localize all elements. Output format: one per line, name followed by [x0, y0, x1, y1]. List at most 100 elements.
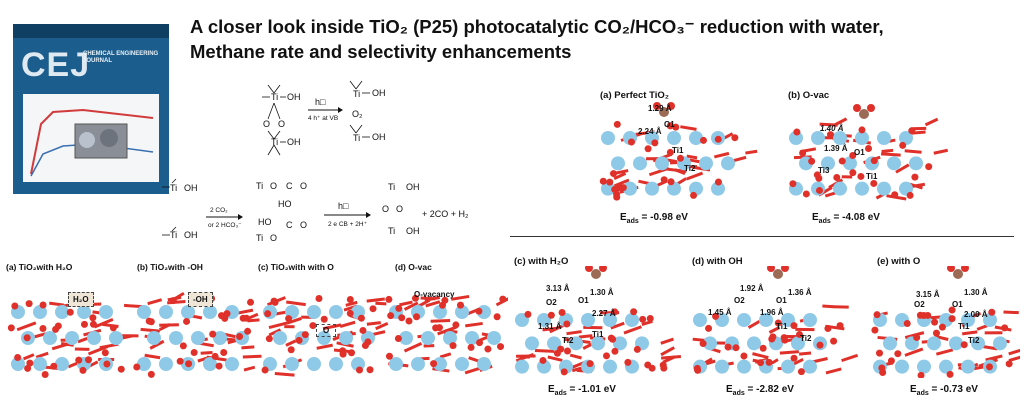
o-atom [858, 126, 866, 134]
o-atom [411, 294, 419, 302]
ti-atom [77, 305, 91, 319]
ti-atom [877, 181, 891, 196]
o-atom [497, 343, 505, 351]
ti-atom [433, 357, 447, 371]
ti-atom [411, 357, 425, 371]
dist-label: 1.30 Å [590, 288, 614, 297]
svg-text:O: O [396, 204, 403, 214]
o2-label: O₂ [352, 109, 363, 119]
ti-atom [803, 313, 817, 327]
ti-atom [983, 313, 997, 327]
svg-text:OH: OH [406, 226, 420, 236]
o-atom [646, 314, 654, 322]
o-atom [599, 266, 607, 272]
o-atom [789, 180, 797, 188]
svg-text:OH: OH [372, 88, 386, 98]
ti-atom [11, 357, 25, 371]
o-atom [476, 339, 484, 347]
ti-atom [455, 357, 469, 371]
o-atom [449, 342, 457, 350]
o-atom [948, 315, 956, 323]
ti-atom [899, 131, 913, 145]
o-atom [610, 170, 618, 178]
ti-atom [55, 357, 69, 371]
o-atom [849, 151, 857, 159]
o-atom [759, 344, 767, 352]
o-atom [667, 178, 675, 186]
o-atom [265, 335, 273, 343]
o-atom [499, 295, 507, 303]
o-atom [648, 364, 656, 372]
o-atom [211, 352, 219, 360]
dist-label: 1.92 Å [740, 284, 764, 293]
svg-text:HO: HO [258, 217, 272, 227]
o-atom [441, 296, 449, 304]
journal-cover: CEJ CHEMICAL ENGINEERING JOURNAL [13, 24, 169, 194]
o-atom [264, 310, 272, 318]
ti-atom [159, 357, 173, 371]
atom-label: O1 [854, 148, 865, 157]
o-atom [547, 311, 555, 319]
o-atom [790, 354, 798, 362]
o-atom [765, 358, 773, 366]
o-atom [23, 334, 31, 342]
o-atom [147, 370, 155, 378]
o-atom [539, 356, 547, 364]
atom-label: Ti1 [592, 330, 604, 339]
cover-plot-graphic [23, 94, 159, 182]
o-atom [833, 174, 841, 182]
svg-text:O: O [278, 119, 285, 129]
o-atom [89, 314, 97, 322]
o-atom [169, 297, 177, 305]
ti-atom [895, 359, 909, 374]
o-atom [938, 323, 946, 331]
o-atom [359, 326, 367, 334]
dist-label: 1.39 Å [824, 144, 848, 153]
panel-label-c: (c) TiO₂with with O [258, 262, 334, 272]
svg-text:O: O [270, 233, 277, 243]
o-atom [26, 359, 34, 367]
atom-label: Ti2 [562, 336, 574, 345]
o-atom [867, 104, 875, 112]
o-atom [925, 163, 933, 171]
o-atom [398, 314, 406, 322]
o-atom [89, 320, 97, 328]
svg-text:HO: HO [278, 199, 292, 209]
ti-atom [203, 357, 217, 371]
surface-models-left [7, 291, 508, 379]
ti-atom [525, 336, 539, 351]
o-atom [611, 347, 619, 355]
o-atom [364, 338, 372, 346]
section-divider [510, 236, 1014, 238]
ti-atom [537, 359, 551, 374]
o-atom [145, 317, 153, 325]
dist-label: 1.36 Å [788, 288, 812, 297]
ti-atom [917, 359, 931, 374]
o-atom [79, 366, 87, 374]
o-atom [220, 349, 228, 357]
ti-atom [833, 181, 847, 196]
svg-text:O: O [300, 220, 307, 230]
o-atom [609, 335, 617, 343]
o-atom [799, 149, 807, 157]
o-atom [906, 191, 914, 199]
o-atom [339, 347, 347, 355]
o-atom [395, 304, 403, 312]
o-atom [865, 144, 873, 152]
o-atom [430, 360, 438, 368]
o-atom [639, 315, 647, 323]
o-atom [780, 334, 788, 342]
dist-label: 1.96 Å [760, 308, 784, 317]
ti-atom [487, 331, 501, 345]
o-atom [714, 178, 722, 186]
o-atom [309, 322, 317, 330]
o-atom [826, 131, 834, 139]
dist-label: 3.15 Å [916, 290, 940, 299]
ti-atom [909, 156, 923, 171]
o-atom [179, 342, 187, 350]
panel-label-e-o: (e) with O [877, 256, 921, 267]
o-atom [452, 321, 460, 329]
ti-atom [633, 156, 647, 171]
o-atom [830, 337, 838, 345]
o-atom [185, 360, 193, 368]
